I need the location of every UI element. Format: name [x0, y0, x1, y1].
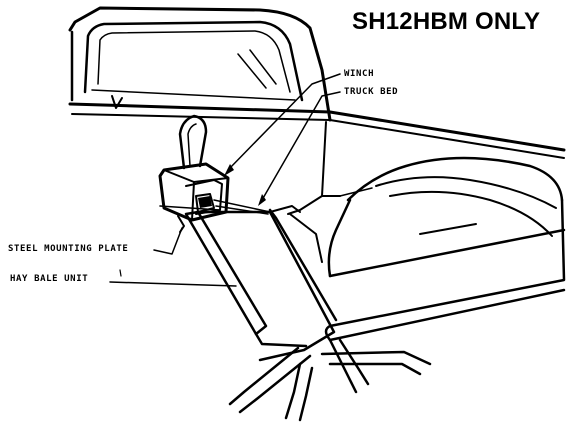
label-hay-bale-unit: HAY BALE UNIT	[10, 274, 89, 284]
truck-bed	[159, 110, 566, 263]
label-winch: WINCH	[344, 69, 375, 79]
label-truck-bed: TRUCK BED	[344, 87, 399, 97]
winch-box	[158, 162, 271, 233]
winch-strap	[178, 114, 208, 170]
model-title: SH12HBM ONLY	[352, 8, 541, 35]
truck-cab	[68, 6, 332, 122]
leader-lines	[109, 73, 341, 287]
label-steel-mounting-plate: STEEL MOUNTING PLATE	[8, 244, 129, 254]
hay-bale-unit	[184, 156, 566, 422]
